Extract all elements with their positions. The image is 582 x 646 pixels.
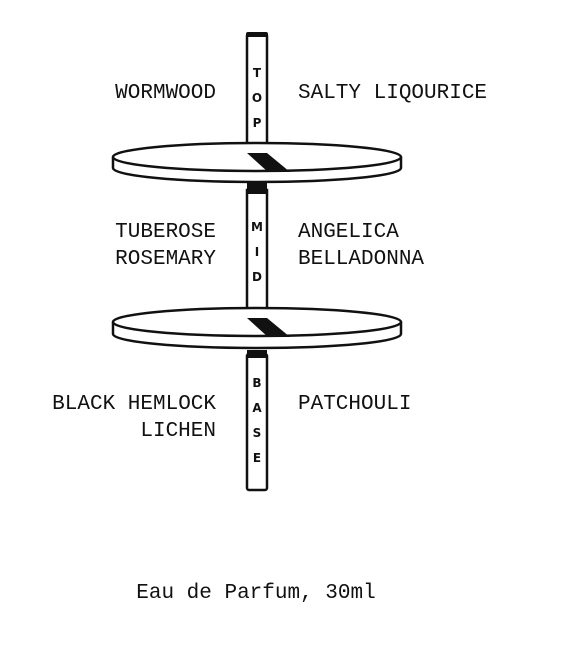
note-base-left: BLACK HEMLOCK <box>52 393 216 416</box>
tier-letter-mid: M <box>251 220 263 234</box>
tier-letter-top: O <box>252 91 262 105</box>
note-top-left: WORMWOOD <box>115 82 216 105</box>
tier-letter-base: E <box>253 451 261 465</box>
tier-letter-base: B <box>252 376 261 390</box>
note-mid-left: ROSEMARY <box>115 248 216 271</box>
tier-letter-top: T <box>253 66 262 80</box>
lower-disc <box>111 306 403 350</box>
note-base-right: PATCHOULI <box>298 393 411 416</box>
note-base-left: LICHEN <box>140 420 216 443</box>
pole-base <box>245 352 269 492</box>
note-labels: WORMWOOD SALTY LIQOURICE TUBEROSE ROSEMARY A… <box>52 82 487 443</box>
note-mid-left: TUBEROSE <box>115 221 216 244</box>
tier-letter-top: P <box>253 116 262 130</box>
tier-letter-mid: I <box>255 245 259 259</box>
pole-cap-top <box>246 32 268 37</box>
note-mid-right: BELLADONNA <box>298 248 424 271</box>
tier-letter-mid: D <box>252 270 262 284</box>
note-top-right: SALTY LIQOURICE <box>298 82 487 105</box>
product-caption: Eau de Parfum, 30ml <box>136 582 375 605</box>
note-mid-right: ANGELICA <box>298 221 399 244</box>
tier-letter-base: S <box>253 426 262 440</box>
tier-letter-base: A <box>252 401 262 415</box>
upper-disc <box>111 141 403 193</box>
